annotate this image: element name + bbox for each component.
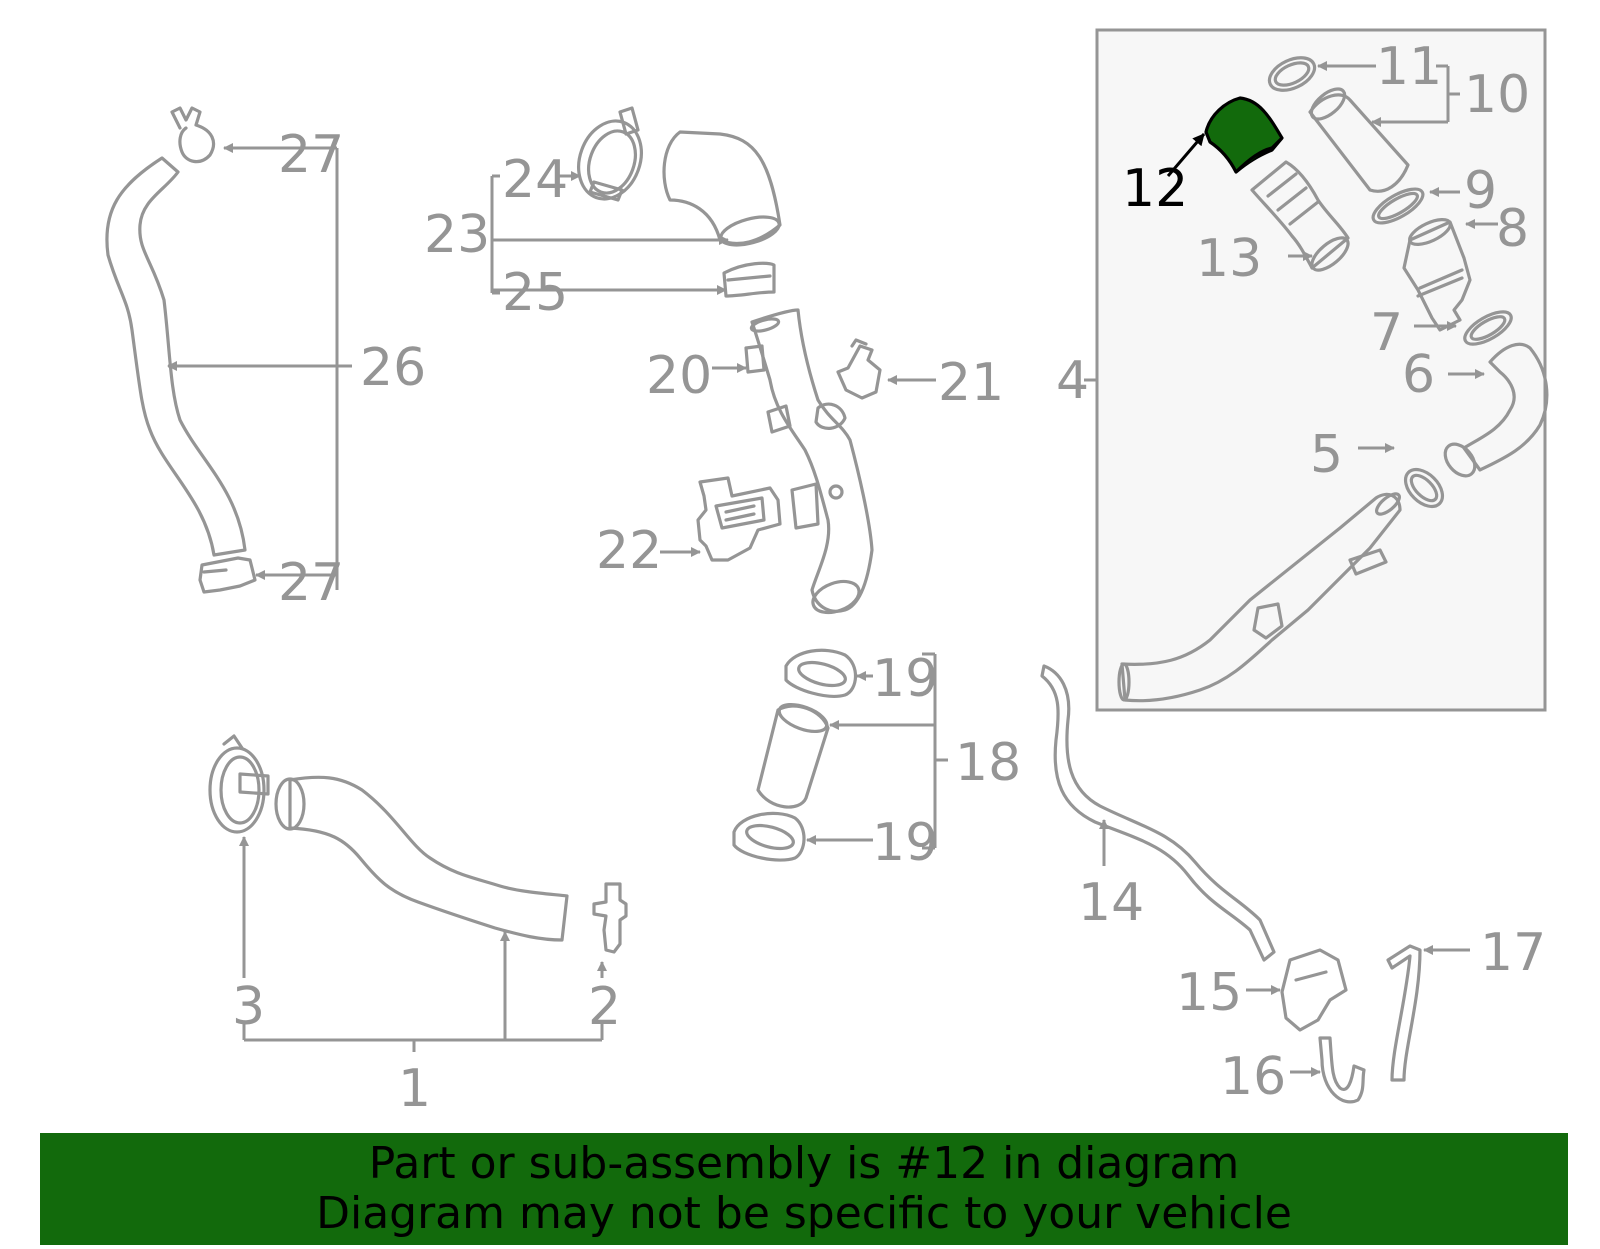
callout-16: 16 — [1220, 1047, 1286, 1107]
callout-7: 7 — [1370, 303, 1403, 363]
callout-1: 1 — [398, 1059, 431, 1119]
callout-22: 22 — [596, 521, 662, 581]
callout-20: 20 — [646, 346, 712, 406]
callout-10: 10 — [1464, 65, 1530, 125]
part-24-hose-clamp[interactable] — [568, 106, 652, 208]
assembly-4-inset-box — [1095, 28, 1547, 712]
callout-14: 14 — [1078, 873, 1144, 933]
callout-6: 6 — [1402, 345, 1435, 405]
callout-5: 5 — [1310, 425, 1343, 485]
part-9-o-ring[interactable] — [1368, 182, 1427, 229]
callout-25: 25 — [502, 263, 568, 323]
callout-3: 3 — [232, 977, 265, 1037]
part-11-clamp[interactable] — [1264, 51, 1319, 97]
part-19-upper-clamp[interactable] — [784, 648, 858, 698]
part-16-hose[interactable] — [1318, 1036, 1366, 1104]
callout-8: 8 — [1496, 199, 1529, 259]
banner-line-1: Part or sub-assembly is #12 in diagram — [368, 1138, 1240, 1189]
callout-17: 17 — [1480, 923, 1546, 983]
part-22-control-valve[interactable] — [696, 476, 782, 562]
callout-19-lower: 19 — [872, 813, 938, 873]
part-6-hose[interactable] — [1439, 342, 1549, 481]
callout-23: 23 — [424, 205, 490, 265]
callout-4: 4 — [1056, 351, 1089, 411]
part-3-hose-clamp[interactable] — [208, 734, 270, 834]
part-8-connector[interactable] — [1402, 215, 1472, 332]
part-18-hose-sleeve[interactable] — [756, 699, 830, 809]
part-15-solenoid-valve[interactable] — [1280, 948, 1348, 1032]
callout-21: 21 — [938, 353, 1004, 413]
callout-27-upper: 27 — [278, 125, 344, 185]
callout-13: 13 — [1196, 229, 1262, 289]
part-4-intercooler-tube[interactable] — [1117, 490, 1403, 703]
callout-9: 9 — [1464, 161, 1497, 221]
part-21-sensor[interactable] — [836, 338, 882, 400]
callout-26: 26 — [360, 338, 426, 398]
part-12-highlighted-hose[interactable] — [1204, 96, 1284, 174]
callout-15: 15 — [1176, 963, 1242, 1023]
info-banner: Part or sub-assembly is #12 in diagram D… — [40, 1133, 1568, 1245]
part-14-vacuum-tube[interactable] — [1040, 664, 1276, 962]
part-23-intake-elbow[interactable] — [662, 130, 782, 250]
part-19-lower-clamp[interactable] — [732, 811, 806, 862]
part-1-intercooler-hose[interactable] — [274, 775, 569, 942]
part-10-intercooler-pipe[interactable] — [1306, 83, 1410, 193]
part-7-gasket[interactable] — [1460, 305, 1516, 350]
banner-line-2: Diagram may not be specific to your vehi… — [316, 1188, 1292, 1239]
callout-12: 12 — [1122, 159, 1188, 219]
callout-24: 24 — [502, 150, 568, 210]
callout-19-upper: 19 — [872, 649, 938, 709]
part-20-intake-pipe[interactable] — [744, 308, 874, 618]
part-2-sensor[interactable] — [592, 882, 628, 954]
part-27-upper-hose-clamp[interactable] — [170, 106, 216, 164]
part-17-hose[interactable] — [1386, 944, 1422, 1082]
callout-27-lower: 27 — [278, 553, 344, 613]
part-13-intercooler-hose[interactable] — [1250, 160, 1353, 276]
part-25-clamp-insert[interactable] — [722, 261, 776, 298]
part-5-clamp[interactable] — [1399, 463, 1450, 514]
callout-11: 11 — [1376, 37, 1442, 97]
part-26-coolant-hose[interactable] — [105, 156, 247, 557]
part-27-lower-hose-clamp[interactable] — [198, 556, 257, 594]
callout-2: 2 — [588, 977, 621, 1037]
callout-18: 18 — [955, 733, 1021, 793]
